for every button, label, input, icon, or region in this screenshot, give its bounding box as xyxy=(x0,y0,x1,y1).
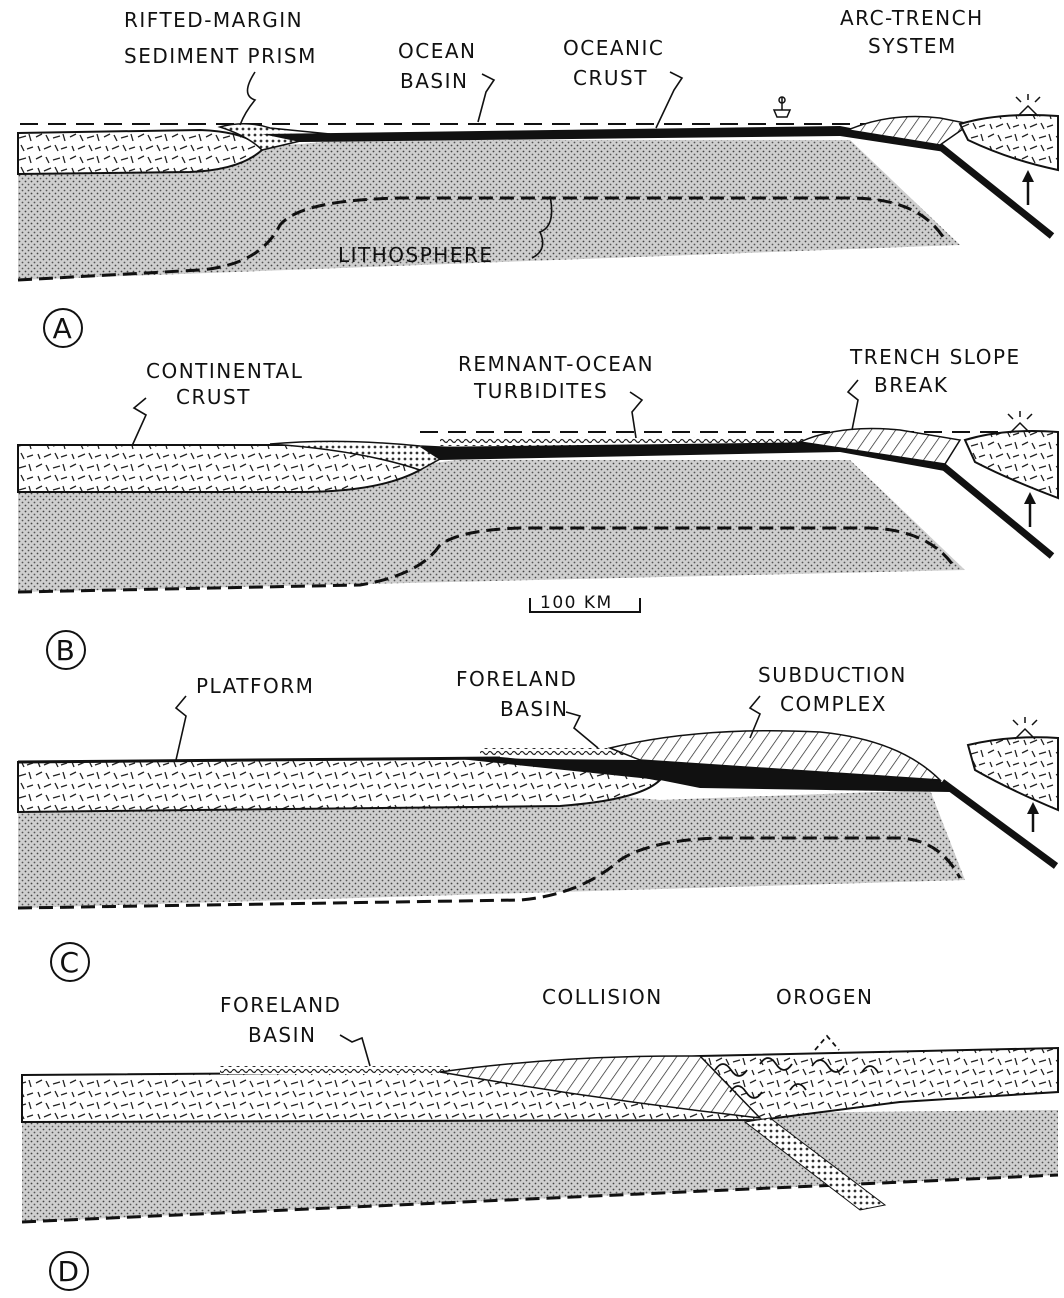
ship-icon xyxy=(774,97,790,117)
leader-oceanic-crust xyxy=(656,72,682,128)
uplift-arrow-icon xyxy=(1022,170,1034,205)
arc-crust xyxy=(965,431,1058,498)
label-platform: PLATFORM xyxy=(196,674,314,698)
leader-foreland-d xyxy=(340,1035,370,1066)
uplift-arrow-icon xyxy=(1024,492,1036,527)
leader-platform xyxy=(176,696,186,760)
panel-b: CONTINENTAL CRUST REMNANT-OCEAN TURBIDIT… xyxy=(18,345,1058,669)
panel-a: RIFTED-MARGIN SEDIMENT PRISM OCEAN BASIN… xyxy=(18,6,1058,347)
leader-foreland-c xyxy=(566,712,598,748)
label-arc-trench: ARC-TRENCH xyxy=(840,6,984,30)
panel-d: FORELAND BASIN COLLISION OROGEN D xyxy=(22,985,1058,1290)
volcano-icon xyxy=(1013,717,1037,739)
label-basin-c: BASIN xyxy=(500,697,568,721)
scale-bar: 100 KM xyxy=(530,593,640,613)
label-ocean: OCEAN xyxy=(398,39,477,63)
label-remnant-ocean: REMNANT-OCEAN xyxy=(458,352,654,376)
lithosphere-body xyxy=(22,1110,1058,1222)
label-orogen: OROGEN xyxy=(776,985,873,1009)
label-sediment-prism: SEDIMENT PRISM xyxy=(124,44,317,68)
label-foreland-d: FORELAND xyxy=(220,993,341,1017)
arc-crust xyxy=(968,737,1058,810)
uplift-arrow-icon xyxy=(1027,802,1039,832)
label-crust-a: CRUST xyxy=(573,66,648,90)
panel-a-letter: A xyxy=(53,312,74,345)
label-rifted-margin: RIFTED-MARGIN xyxy=(124,8,303,32)
panel-b-letter: B xyxy=(56,634,77,667)
label-break: BREAK xyxy=(874,373,949,397)
label-basin: BASIN xyxy=(400,69,468,93)
leader-rifted-margin xyxy=(240,72,255,125)
scale-bar-label: 100 KM xyxy=(540,593,613,613)
arc-crust xyxy=(960,115,1058,170)
continental-crust xyxy=(18,130,262,174)
panel-c-letter: C xyxy=(59,946,80,979)
label-continental: CONTINENTAL xyxy=(146,359,303,383)
label-complex: COMPLEX xyxy=(780,692,887,716)
label-oceanic: OCEANIC xyxy=(563,36,664,60)
label-turbidites: TURBIDITES xyxy=(473,379,608,403)
leader-continental-crust xyxy=(132,398,146,446)
leader-trench-slope xyxy=(848,380,858,430)
label-system: SYSTEM xyxy=(868,34,957,58)
label-basin-d: BASIN xyxy=(248,1023,316,1047)
label-crust-b: CRUST xyxy=(176,385,251,409)
foreland-basin-fill xyxy=(220,1066,450,1074)
volcano-icon xyxy=(1016,94,1040,116)
label-subduction: SUBDUCTION xyxy=(758,663,907,687)
foreland-basin-fill xyxy=(480,748,630,756)
volcano-icon xyxy=(1008,411,1032,433)
label-lithosphere: LITHOSPHERE xyxy=(338,243,494,267)
orogen-summit-icon xyxy=(815,1036,839,1050)
leader-ocean-basin xyxy=(478,74,494,122)
label-trench-slope: TRENCH SLOPE xyxy=(849,345,1021,369)
panel-c: PLATFORM FORELAND BASIN SUBDUCTION COMPL… xyxy=(18,663,1058,981)
label-foreland-c: FORELAND xyxy=(456,667,577,691)
label-collision: COLLISION xyxy=(542,985,663,1009)
panel-d-letter: D xyxy=(57,1255,80,1288)
